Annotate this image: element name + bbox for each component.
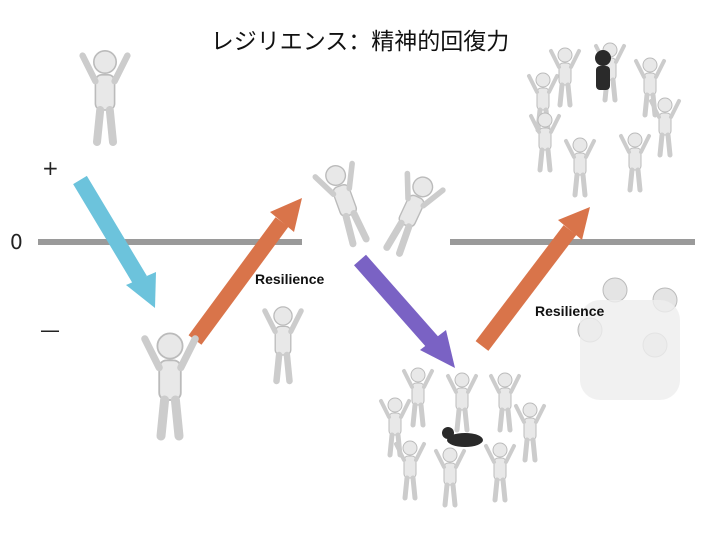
up-arrow-orange-2 [475, 207, 590, 351]
kneeling-figure-icon [265, 307, 301, 381]
zero-label: 0 [10, 230, 23, 254]
group-huddle-icon [577, 277, 680, 400]
cheering-figure-icon [83, 51, 128, 142]
up-arrow-orange-1 [188, 198, 302, 345]
resilience-label-1: Resilience [255, 271, 325, 287]
resilience-label-2: Resilience [535, 303, 605, 319]
dejected-figure-icon [145, 333, 195, 436]
group-celebration-icon [529, 43, 679, 195]
down-arrow-cyan [73, 175, 156, 308]
slide-title: レジリエンス：精神的回復力 [210, 29, 510, 55]
minus-label: — [40, 318, 60, 342]
plus-label: + [42, 156, 59, 180]
group-fallen-icon [381, 368, 544, 505]
down-arrow-purple [354, 254, 455, 368]
fighting-figures-icon [314, 160, 445, 259]
